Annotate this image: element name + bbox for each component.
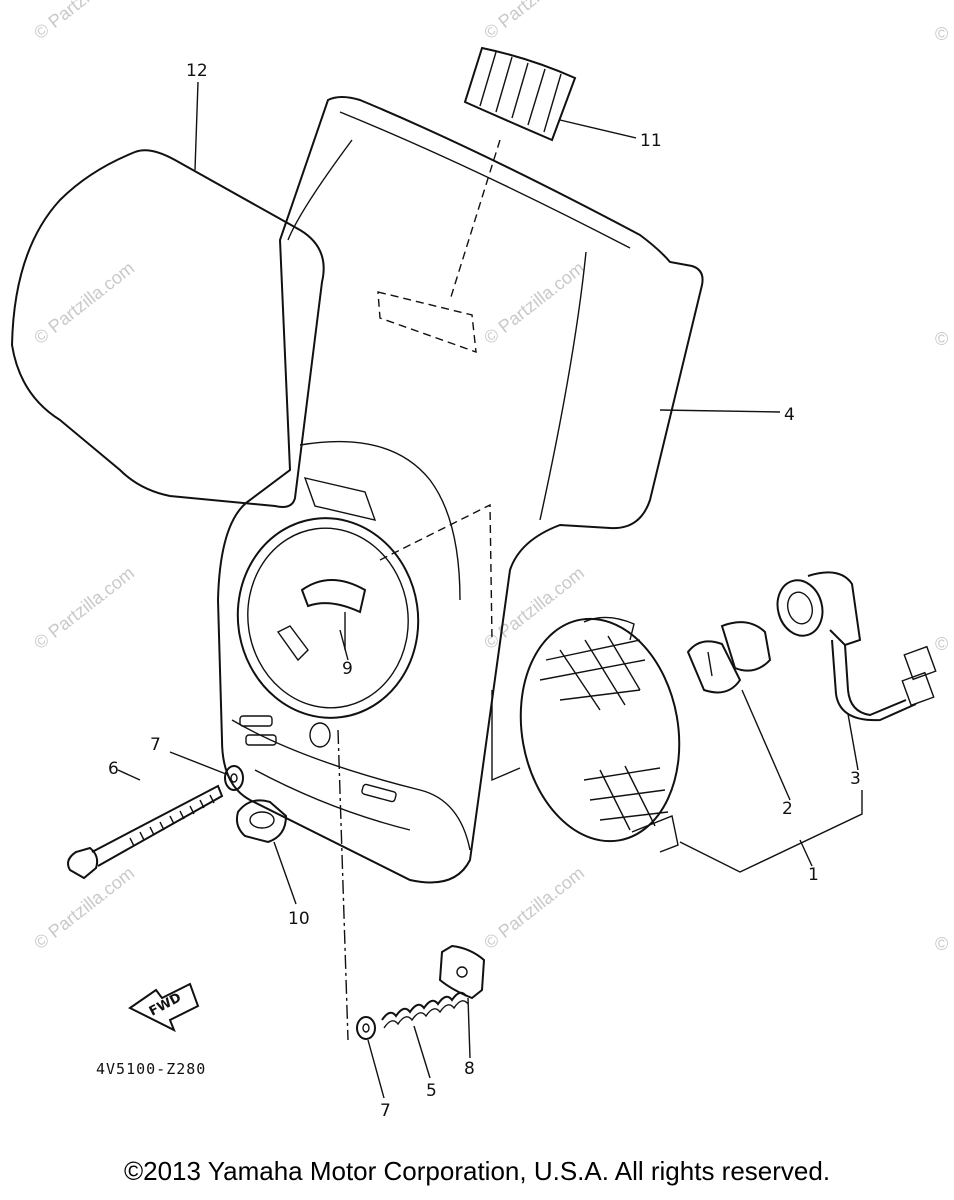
watermark-corner: ©: [935, 329, 948, 349]
part-label-9: 9: [342, 659, 353, 679]
copyright-notice: ©2013 Yamaha Motor Corporation, U.S.A. A…: [123, 1156, 831, 1186]
part-label-3: 3: [850, 769, 861, 789]
watermark: © Partzilla.com: [30, 863, 138, 953]
leader-lines: [117, 81, 863, 1099]
nut-plate: [438, 944, 486, 1000]
bulb-socket: [776, 571, 937, 722]
part-label-4: 4: [784, 405, 795, 425]
emblem: [449, 46, 577, 301]
part-label-5: 5: [426, 1081, 437, 1101]
watermark-corner: ©: [935, 634, 948, 654]
number-plate: [10, 149, 325, 508]
diagram-code: 4V5100-Z280: [96, 1060, 206, 1078]
watermark: © Partzilla.com: [30, 258, 138, 348]
watermark-corner: ©: [935, 934, 948, 954]
part-label-10: 10: [288, 909, 310, 929]
watermark: © Partzilla.com: [480, 0, 588, 43]
washer-upper: [224, 765, 244, 791]
watermarks: © Partzilla.com © Partzilla.com © Partzi…: [30, 0, 948, 954]
watermark: © Partzilla.com: [480, 563, 588, 653]
part-label-11: 11: [640, 131, 662, 151]
watermark: © Partzilla.com: [30, 0, 138, 43]
washer-lower: [356, 1016, 376, 1040]
watermark-corner: ©: [935, 24, 948, 44]
part-label-1: 1: [808, 865, 819, 885]
fwd-arrow: FWD: [128, 982, 200, 1033]
cushion-pad: [276, 579, 367, 662]
headlight-opening: [236, 517, 420, 719]
part-label-7-lower: 7: [380, 1101, 391, 1121]
watermark: © Partzilla.com: [30, 563, 138, 653]
watermark: © Partzilla.com: [480, 258, 588, 348]
headlight-cowl: [216, 96, 704, 884]
headlight-unit: [519, 616, 681, 853]
part-label-8: 8: [464, 1059, 475, 1079]
part-label-6: 6: [108, 759, 119, 779]
headlight-bulb: [686, 621, 772, 694]
part-labels: 12 11 4 9 7 6 10 2 3 1 8 5 7: [108, 61, 861, 1121]
spring: [381, 991, 469, 1029]
assembly-line: [337, 729, 349, 1041]
part-label-12: 12: [186, 61, 208, 81]
grommet: [235, 799, 288, 844]
part-label-7-upper: 7: [150, 735, 161, 755]
watermark: © Partzilla.com: [480, 863, 588, 953]
bolt: [67, 784, 224, 880]
part-label-2: 2: [782, 799, 793, 819]
